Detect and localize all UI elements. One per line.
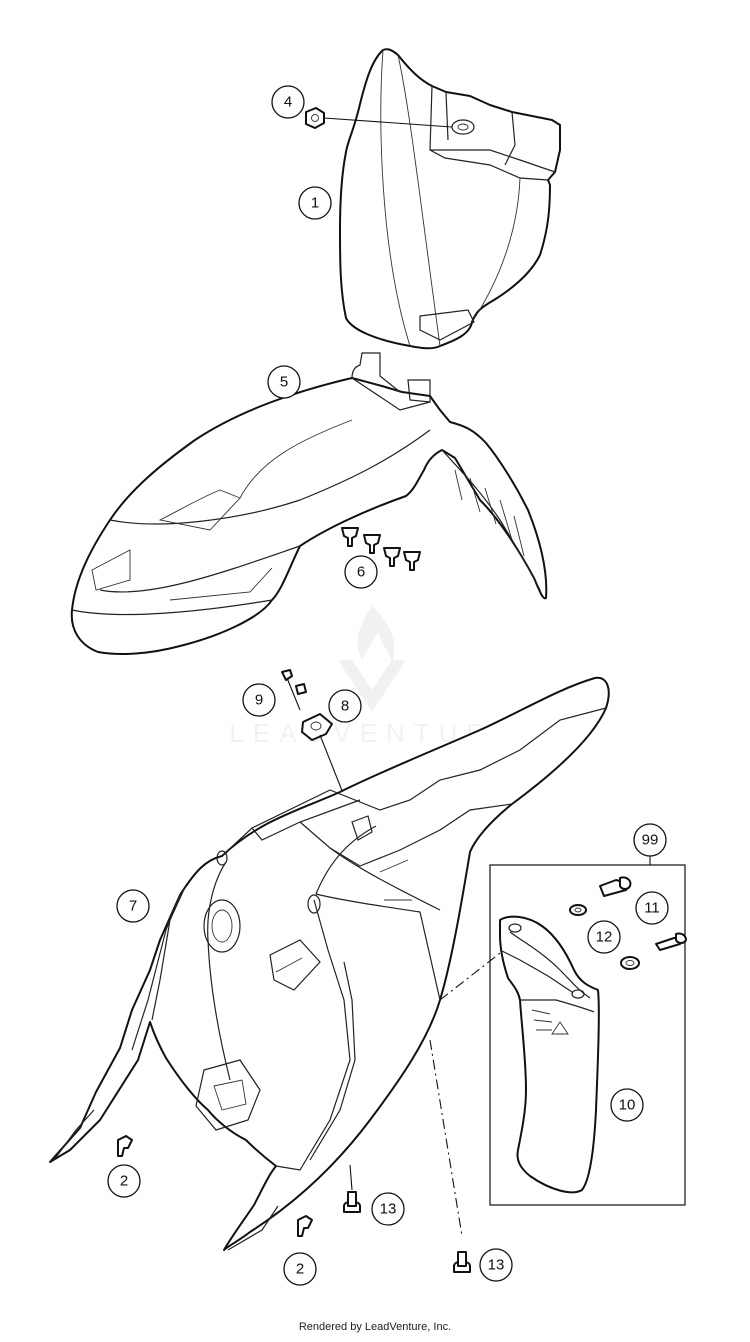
callout-13-upper-label: 13	[380, 1201, 397, 1218]
callout-11: 11	[635, 891, 669, 925]
callout-1: 1	[298, 186, 332, 220]
rear-fender-part	[49, 676, 610, 1251]
callout-4: 4	[271, 85, 305, 119]
callout-9: 9	[242, 683, 276, 717]
callout-99: 99	[633, 823, 667, 857]
front-fender-part	[70, 352, 548, 655]
callout-6: 6	[344, 555, 378, 589]
callout-11-label: 11	[644, 900, 660, 917]
callout-12-label: 12	[596, 929, 613, 946]
callout-6-label: 6	[357, 564, 365, 581]
leadventure-watermark: LEADVENTURE	[229, 606, 512, 748]
callout-5: 5	[267, 365, 301, 399]
screws-part	[117, 1135, 313, 1237]
callout-13-lower: 13	[479, 1248, 513, 1282]
callout-1-label: 1	[311, 195, 319, 212]
callout-2-bottom-label: 2	[296, 1261, 304, 1278]
nut-part	[305, 107, 453, 129]
callout-7-label: 7	[129, 898, 137, 915]
callout-5-label: 5	[280, 374, 288, 391]
callout-12: 12	[587, 920, 621, 954]
footer-credit: Rendered by LeadVenture, Inc.	[298, 1321, 452, 1333]
number-plate-part	[339, 48, 561, 350]
callout-99-label: 99	[642, 832, 659, 849]
callout-4-label: 4	[284, 94, 292, 111]
washers-part	[569, 904, 640, 970]
callout-2-left-label: 2	[120, 1173, 128, 1190]
callout-2-left: 2	[107, 1164, 141, 1198]
callout-2-bottom: 2	[283, 1252, 317, 1286]
push-rivets-part	[341, 527, 421, 571]
callout-9-label: 9	[255, 692, 263, 709]
bolts-part	[599, 876, 687, 951]
callout-13-upper: 13	[371, 1192, 405, 1226]
callout-10-label: 10	[619, 1097, 636, 1114]
bolt-13-part	[343, 1191, 471, 1273]
callout-13-lower-label: 13	[488, 1257, 505, 1274]
callout-7: 7	[116, 889, 150, 923]
mud-flap-part	[499, 915, 600, 1194]
kit-group-box	[489, 856, 686, 1206]
callout-8-label: 8	[341, 698, 349, 715]
callout-10: 10	[610, 1088, 644, 1122]
screw-part	[281, 669, 307, 711]
callout-8: 8	[328, 689, 362, 723]
